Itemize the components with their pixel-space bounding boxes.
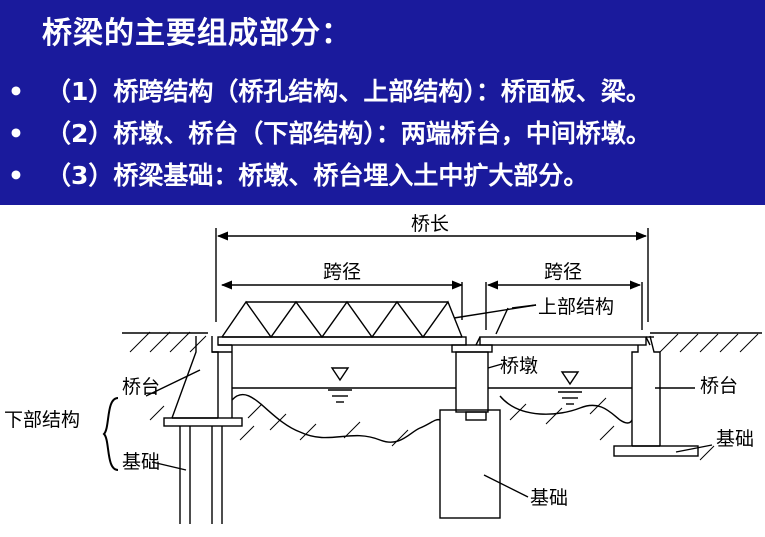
foundation-left-piles xyxy=(179,426,223,524)
ground-hatching xyxy=(129,331,759,461)
abutment-right xyxy=(613,335,699,457)
bullet-icon: • xyxy=(8,161,24,190)
foundation-left-label: 基础 xyxy=(122,451,160,473)
bullet-text: （3）桥梁基础：桥墩、桥台埋入土中扩大部分。 xyxy=(46,161,589,190)
bullet-text: （1）桥跨结构（桥孔结构、上部结构）：桥面板、梁。 xyxy=(46,77,651,106)
bullet-text: （2）桥墩、桥台（下部结构）：两端桥台，中间桥墩。 xyxy=(46,119,651,148)
slide-title: 桥梁的主要组成部分： xyxy=(42,16,352,51)
bullet-item: • （1）桥跨结构（桥孔结构、上部结构）：桥面板、梁。 xyxy=(8,72,651,108)
header-banner: 桥梁的主要组成部分： • （1）桥跨结构（桥孔结构、上部结构）：桥面板、梁。 • （… xyxy=(0,0,765,205)
foundation-right-label: 基础 xyxy=(716,428,754,450)
bridge-diagram: 桥长 跨径 跨径 上部结构 桥墩 桥台 桥台 下部结构 基础 基础 基础 xyxy=(4,213,762,524)
superstructure-label: 上部结构 xyxy=(538,296,614,318)
foundation-mid-block xyxy=(439,409,501,519)
span-right-label: 跨径 xyxy=(544,261,582,283)
girder-right xyxy=(479,336,647,346)
foundation-mid-label: 基础 xyxy=(530,487,568,509)
abutment-left-label: 桥台 xyxy=(122,376,160,398)
substructure-brace xyxy=(102,397,119,471)
span-left-label: 跨径 xyxy=(323,261,361,283)
truss-superstructure xyxy=(217,300,467,346)
bullet-item: • （3）桥梁基础：桥墩、桥台埋入土中扩大部分。 xyxy=(8,156,588,192)
bullet-icon: • xyxy=(8,77,24,106)
pier xyxy=(439,344,501,519)
pier-label: 桥墩 xyxy=(500,355,538,377)
abutment-right-label: 桥台 xyxy=(700,375,738,397)
bridge-length-label: 桥长 xyxy=(411,213,449,235)
bullet-item: • （2）桥墩、桥台（下部结构）：两端桥台，中间桥墩。 xyxy=(8,114,651,150)
substructure-label: 下部结构 xyxy=(4,409,80,431)
bullet-icon: • xyxy=(8,119,24,148)
water-level-icon xyxy=(330,367,350,382)
water-level-icon xyxy=(560,371,580,386)
abutment-left xyxy=(163,336,243,427)
